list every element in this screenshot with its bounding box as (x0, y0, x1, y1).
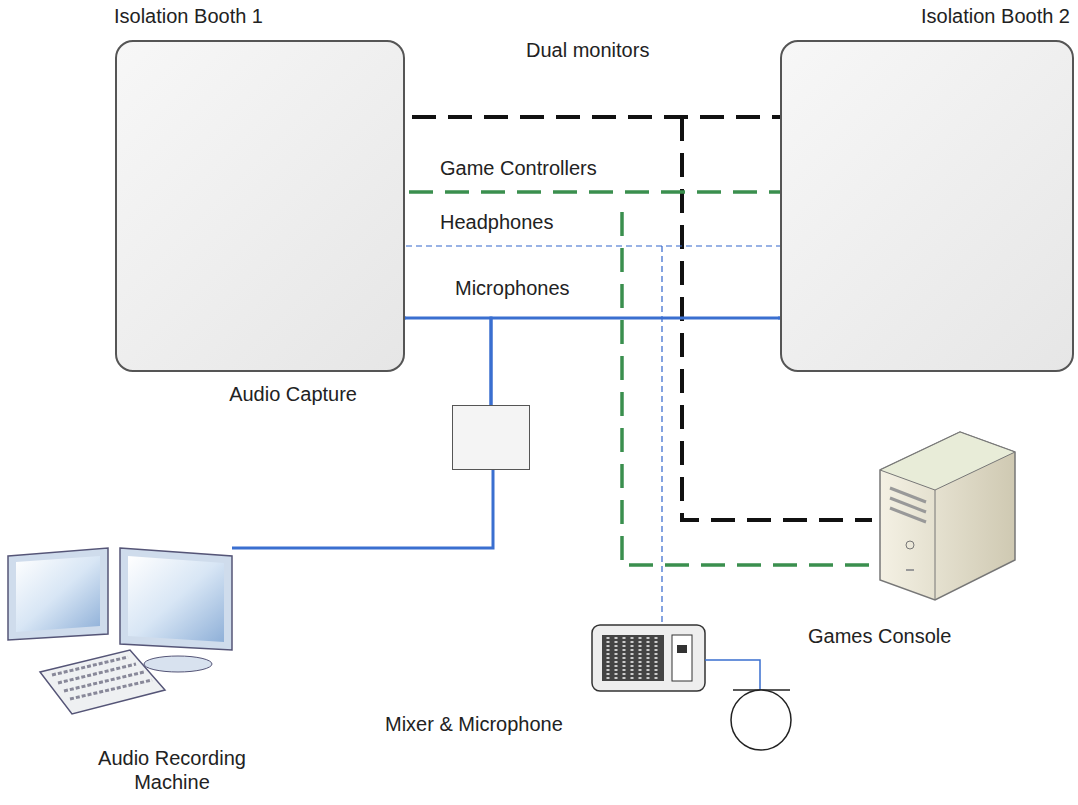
mixer-icon (592, 625, 791, 750)
node-title: Isolation Booth 2 (921, 4, 1070, 28)
console-icon (880, 432, 1015, 600)
headphone-cable (396, 246, 800, 625)
audio-capture-box: Audio Capture (452, 405, 530, 470)
part-label: Game Controllers (438, 156, 599, 180)
node-title: Isolation Booth 1 (114, 4, 263, 28)
part-label: Dual monitors (524, 38, 651, 62)
isolation-booth: Isolation Booth 2 (780, 40, 1074, 372)
computer-icon (8, 548, 232, 714)
part-label: Audio Recording Machine (70, 746, 274, 794)
isolation-booth: Isolation Booth 1 (115, 40, 405, 372)
microphone-cable (405, 318, 491, 405)
part-label: Headphones (438, 210, 555, 234)
part-label: Games Console (806, 624, 953, 648)
node-title: Audio Capture (229, 382, 357, 406)
microphone-cable (491, 318, 780, 405)
part-label: Microphones (453, 276, 572, 300)
part-label: Mixer & Microphone (383, 712, 565, 736)
